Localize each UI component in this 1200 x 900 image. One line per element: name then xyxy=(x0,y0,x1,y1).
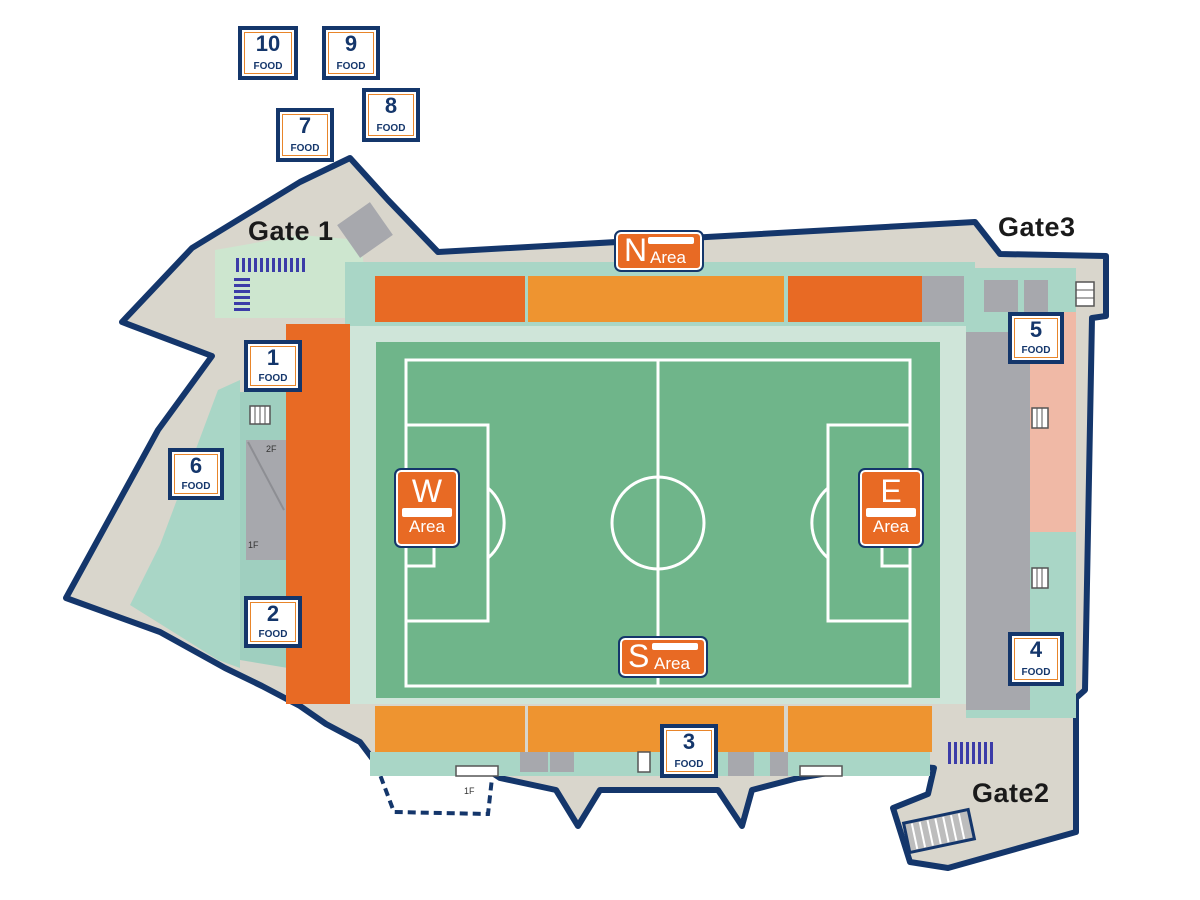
food-stall-4[interactable]: 4 FOOD xyxy=(1008,632,1064,686)
area-band xyxy=(652,643,698,650)
south-stand-center xyxy=(528,706,784,752)
food-stall-label: FOOD xyxy=(258,373,288,384)
floor-label-1f-south: 1F xyxy=(464,786,475,796)
food-stall-number: 9 xyxy=(344,31,358,56)
area-letter: W xyxy=(411,473,443,509)
grey-block xyxy=(550,752,574,772)
food-stall-3[interactable]: 3 FOOD xyxy=(660,724,718,778)
food-stall-frame xyxy=(250,346,296,386)
area-word: Area xyxy=(654,654,690,673)
food-stall-frame xyxy=(1014,318,1058,358)
grey-block xyxy=(728,752,754,776)
food-stall-5[interactable]: 5 FOOD xyxy=(1008,312,1064,364)
area-band xyxy=(648,237,694,244)
food-stall-label: FOOD xyxy=(290,143,320,154)
food-stall-frame xyxy=(282,114,328,156)
grey-block xyxy=(922,276,964,322)
food-stall-label: FOOD xyxy=(253,61,283,72)
gate-2-label: Gate2 xyxy=(972,778,1050,808)
food-stall-number: 3 xyxy=(682,729,696,754)
area-letter: E xyxy=(880,473,902,509)
food-stall-7[interactable]: 7 FOOD xyxy=(276,108,334,162)
area-word: Area xyxy=(409,517,445,536)
food-stall-number: 6 xyxy=(189,453,203,478)
floor-label-1f-west: 1F xyxy=(248,540,259,550)
grey-block xyxy=(770,752,788,776)
food-stall-label: FOOD xyxy=(376,123,406,134)
area-badge-north[interactable]: N Area xyxy=(614,230,704,272)
area-word: Area xyxy=(873,517,909,536)
grey-block xyxy=(1024,280,1048,312)
area-band xyxy=(866,508,916,517)
food-stall-frame xyxy=(368,94,414,136)
food-stall-1[interactable]: 1 FOOD xyxy=(244,340,302,392)
south-stand-west xyxy=(375,706,525,752)
food-stall-6[interactable]: 6 FOOD xyxy=(168,448,224,500)
north-stand-center xyxy=(528,276,784,322)
food-stall-label: FOOD xyxy=(258,629,288,640)
grey-block xyxy=(520,752,548,772)
food-stall-label: FOOD xyxy=(181,481,211,492)
area-letter: N xyxy=(624,232,648,268)
stair-lines xyxy=(254,289,1094,588)
area-badge-east[interactable]: E Area xyxy=(858,468,924,548)
floor-label-2f: 2F xyxy=(266,444,277,454)
food-stall-frame xyxy=(174,454,218,494)
food-stall-number: 7 xyxy=(298,113,312,138)
food-stall-number: 2 xyxy=(266,601,280,626)
north-stand-west xyxy=(375,276,525,322)
gate-1-label: Gate 1 xyxy=(248,216,334,246)
food-stall-frame xyxy=(250,602,296,642)
food-stall-frame xyxy=(666,730,712,772)
food-stall-label: FOOD xyxy=(336,61,366,72)
food-stall-2[interactable]: 2 FOOD xyxy=(244,596,302,648)
food-stall-10[interactable]: 10 FOOD xyxy=(238,26,298,80)
outbuilding-dashed xyxy=(374,763,494,817)
food-stall-number: 1 xyxy=(266,345,280,370)
gate-3-label: Gate3 xyxy=(998,212,1076,242)
area-badge-south[interactable]: S Area xyxy=(618,636,708,678)
food-stall-number: 8 xyxy=(384,93,398,118)
turnstiles xyxy=(234,258,993,764)
food-stall-label: FOOD xyxy=(1021,667,1051,678)
north-stand-east xyxy=(788,276,922,322)
area-band xyxy=(402,508,452,517)
food-stall-label: FOOD xyxy=(674,759,704,770)
food-stall-8[interactable]: 8 FOOD xyxy=(362,88,420,142)
food-stall-number: 5 xyxy=(1029,317,1043,342)
gate1-plaza xyxy=(215,235,372,318)
food-stall-frame xyxy=(244,32,292,74)
food-stall-label: FOOD xyxy=(1021,345,1051,356)
area-word: Area xyxy=(650,248,686,267)
grey-block xyxy=(984,280,1018,312)
food-stall-number: 4 xyxy=(1029,637,1043,662)
food-stall-number: 10 xyxy=(255,31,281,56)
west-ramp xyxy=(246,440,286,560)
food-stall-frame xyxy=(1014,638,1058,680)
food-stall-frame xyxy=(328,32,374,74)
south-stand-east xyxy=(788,706,932,752)
area-badge-west[interactable]: W Area xyxy=(394,468,460,548)
food-stall-9[interactable]: 9 FOOD xyxy=(322,26,380,80)
area-letter: S xyxy=(628,638,650,674)
grey-block xyxy=(337,202,393,258)
